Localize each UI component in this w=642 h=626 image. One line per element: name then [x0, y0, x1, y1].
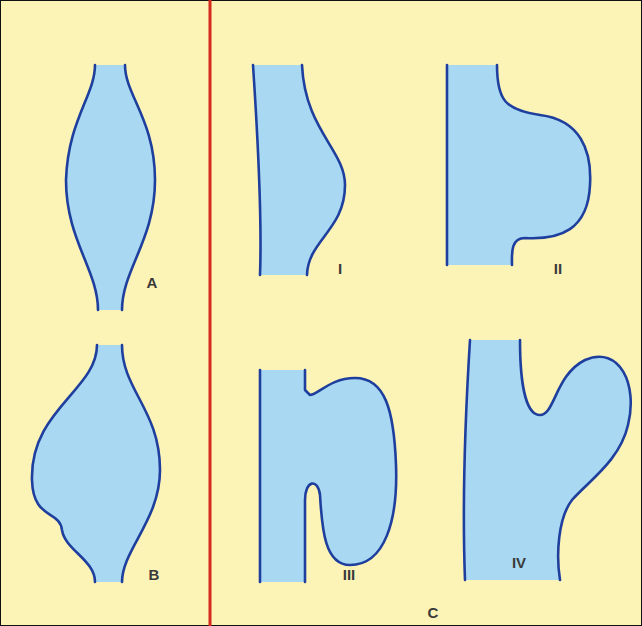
saccular-fill-i: [253, 65, 345, 275]
vessel-wall: [122, 65, 155, 310]
vessel-wall: [464, 340, 470, 580]
vessel-wall: [305, 370, 396, 582]
vessel-wall: [66, 65, 98, 310]
divider-line: [209, 0, 212, 626]
saccular-fill-iv: [464, 340, 631, 580]
vessel-wall: [259, 370, 262, 582]
figure-letter: III: [343, 567, 356, 582]
figure-letter: I: [338, 261, 342, 276]
vessel-wall: [520, 340, 631, 580]
fusiform-fill-a: [66, 65, 155, 310]
saccular-fill-iii: [260, 370, 396, 582]
vessel-wall: [446, 65, 449, 265]
figure-letter: A: [147, 275, 158, 290]
vessel-wall: [497, 65, 590, 265]
figure-letter: B: [149, 567, 160, 582]
figure-letter: C: [428, 605, 439, 620]
figure-letter: II: [554, 261, 562, 276]
vessel-wall: [122, 345, 160, 582]
vessel-wall: [32, 345, 97, 582]
figure-letter: IV: [512, 555, 526, 570]
fusiform-fill-b: [32, 345, 160, 582]
vessel-wall: [302, 65, 345, 275]
vessel-wall: [253, 65, 261, 275]
saccular-fill-ii: [447, 65, 590, 265]
